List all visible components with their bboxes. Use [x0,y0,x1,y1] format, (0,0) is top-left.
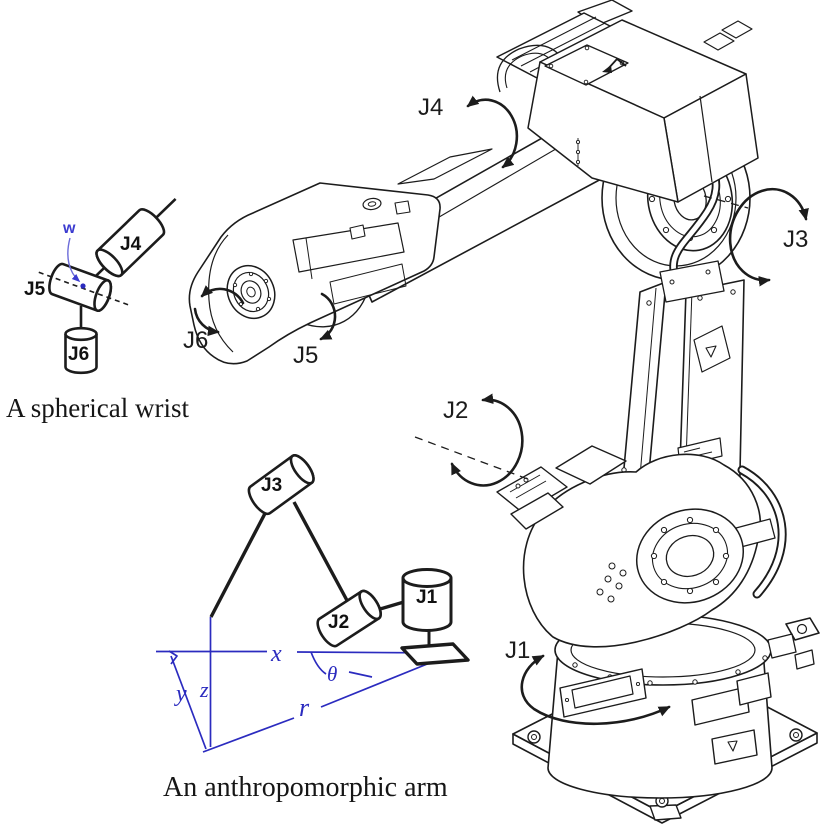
j6-rotation-arrow [200,285,245,305]
arm-j1-cylinder [401,568,453,632]
wrist-j4-cylinder [78,197,177,293]
anthropomorphic-arm-caption: An anthropomorphic arm [163,772,448,803]
arm-label-j1: J1 [416,587,438,608]
j2-axis-dashed-leader [414,436,534,482]
axis-label-r: r [299,693,310,722]
j5-rotation-arrow [319,292,337,341]
j6-rotation-arrow-lower [193,307,220,337]
arm-label-j2: J2 [328,612,349,633]
industrial-robot-drawing: J1 J2 J3 J4 J5 J6 [183,0,820,824]
arm-link-j3-base [209,499,274,618]
robot-joint-label-j2: J2 [443,397,468,424]
robot-joint-label-j4: J4 [418,94,443,121]
wrist-center-point [80,283,86,289]
wrist-label-j5: J5 [24,279,46,300]
robot-joint-label-j5: J5 [293,342,318,369]
arm-link-j3-j2 [292,501,352,607]
wrist-j6-cylinder [64,326,98,375]
axis-label-x: x [270,641,282,667]
w-leader-arrow [67,237,81,283]
j4-rotation-arrow [466,95,519,169]
wrist-center-label-w: w [62,220,76,237]
spherical-wrist-diagram: J4 J5 J6 w A spherical wrist [6,197,189,423]
anthropomorphic-arm-diagram: x y z r θ J3 J2 J1 An anthropomorphic ar… [156,454,470,803]
axis-label-z: z [199,677,209,702]
robot-shoulder-joint [496,445,787,648]
j1-rotation-arrow [520,654,671,726]
arm-label-j3: J3 [261,475,282,496]
arm-j3-cylinder [247,454,315,516]
wrist-label-j4: J4 [120,234,142,255]
robot-joint-label-j6: J6 [183,327,208,354]
robot-joint-label-j1: J1 [505,637,530,664]
robot-wrist-assembly [188,182,441,365]
cast-arrow-mark [602,65,612,73]
arm-base-plate [400,642,470,666]
j2-rotation-arrow [450,393,524,487]
arm-j2-cylinder [316,589,382,648]
wrist-label-j6: J6 [68,344,89,365]
robot-joint-label-j3: J3 [783,226,808,253]
spherical-wrist-caption: A spherical wrist [6,393,189,423]
axis-label-theta: θ [327,662,337,686]
j3-axis-dashed-leader [703,195,749,209]
robot-top-motor-assembly [496,0,759,203]
j3-rotation-arrow [728,187,809,287]
wrist-j5-cylinder [38,262,130,313]
axis-label-y: y [174,681,187,707]
